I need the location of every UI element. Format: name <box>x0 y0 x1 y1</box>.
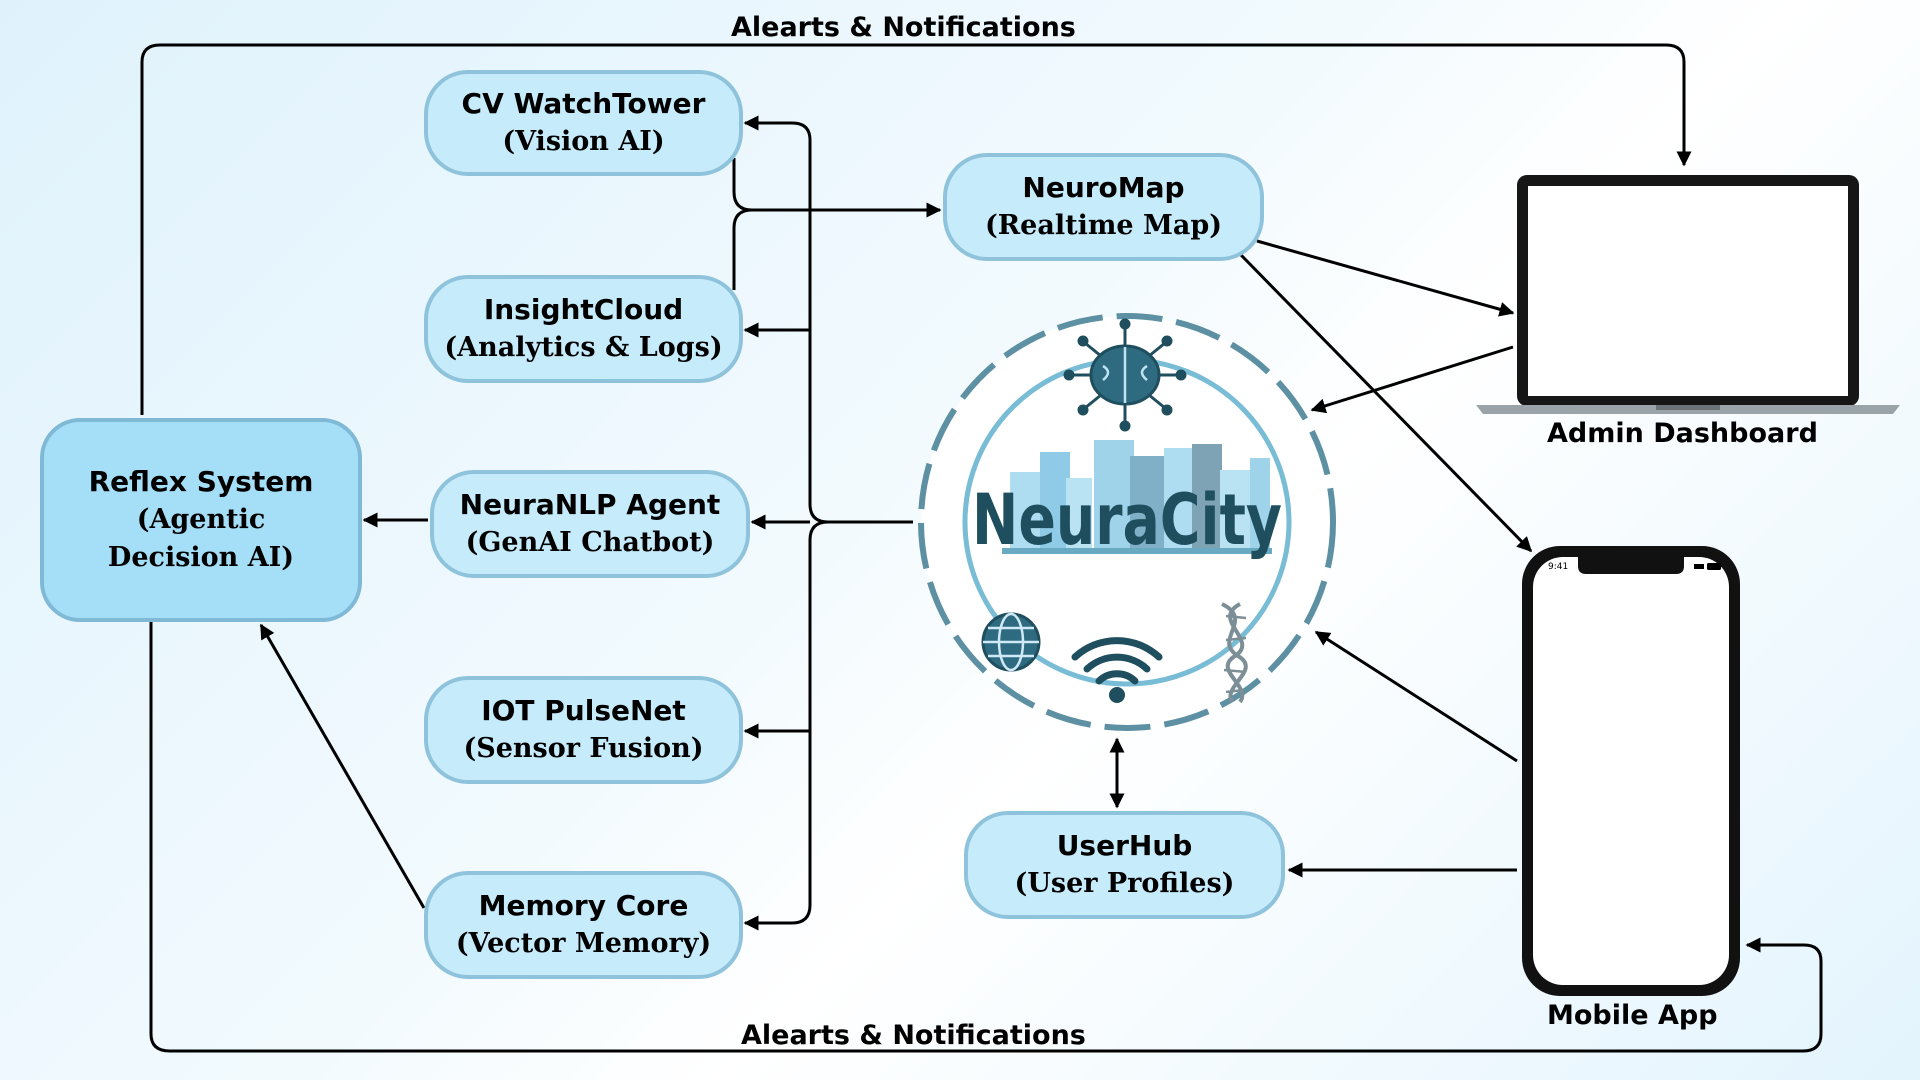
neuranlp-agent-node: NeuraNLP Agent (GenAI Chatbot) <box>430 470 750 578</box>
cv-watchtower-node: CV WatchTower (Vision AI) <box>424 70 743 176</box>
memory-core-subtitle: (Vector Memory) <box>455 928 712 959</box>
neuromap-node: NeuroMap (Realtime Map) <box>943 153 1264 261</box>
neuromap-to-mobile-arrow <box>1239 253 1533 553</box>
globe-icon <box>981 612 1041 672</box>
reflex-system-subtitle-1: (Agentic <box>136 504 266 535</box>
memory-core-node: Memory Core (Vector Memory) <box>424 871 743 979</box>
cv-watchtower-title: CV WatchTower <box>461 87 706 120</box>
mobile-app-label: Mobile App <box>1547 1000 1718 1031</box>
neuromap-subtitle: (Realtime Map) <box>984 210 1223 241</box>
hub-bracket-connector <box>732 115 942 931</box>
insightcloud-title: InsightCloud <box>483 293 684 326</box>
insightcloud-subtitle: (Analytics & Logs) <box>444 332 723 363</box>
iot-pulsenet-node: IOT PulseNet (Sensor Fusion) <box>424 676 743 784</box>
neuranlp-agent-title: NeuraNLP Agent <box>459 488 721 521</box>
neuracity-hub: NeuraCity <box>918 313 1336 731</box>
userhub-subtitle: (User Profiles) <box>1014 868 1235 899</box>
iot-pulsenet-subtitle: (Sensor Fusion) <box>463 733 704 764</box>
reflex-system-node: Reflex System (Agentic Decision AI) <box>40 418 362 622</box>
memory-to-reflex-arrow <box>259 623 426 909</box>
phone-status-time: 9:41 <box>1548 562 1568 572</box>
bottom-notifications-label: Alearts & Notifications <box>741 1020 1086 1051</box>
laptop-icon <box>1476 175 1900 414</box>
mobile-to-hub-arrow <box>1314 630 1518 763</box>
reflex-system-subtitle-2: Decision AI) <box>107 542 295 573</box>
dna-icon <box>1221 602 1248 704</box>
neuranlp-agent-subtitle: (GenAI Chatbot) <box>465 527 715 558</box>
wifi-icon <box>1071 637 1163 703</box>
userhub-node: UserHub (User Profiles) <box>964 811 1285 919</box>
city-skyline-icon <box>1002 440 1272 554</box>
reflex-system-title: Reflex System <box>88 465 314 498</box>
cv-watchtower-subtitle: (Vision AI) <box>502 126 665 157</box>
insightcloud-node: InsightCloud (Analytics & Logs) <box>424 275 743 383</box>
hub-title: NeuraCity <box>972 479 1282 561</box>
bottom-notification-arrow <box>149 622 1823 1053</box>
top-notifications-label: Alearts & Notifications <box>731 12 1076 43</box>
brain-circuit-icon <box>1063 318 1187 432</box>
smartphone-icon: 9:41 <box>1522 546 1740 996</box>
iot-pulsenet-title: IOT PulseNet <box>481 694 686 727</box>
neuromap-to-admin-arrow <box>1256 239 1515 317</box>
top-notification-arrow <box>140 43 1692 415</box>
memory-core-title: Memory Core <box>478 889 689 922</box>
userhub-title: UserHub <box>1056 829 1193 862</box>
admin-dashboard-label: Admin Dashboard <box>1547 418 1818 449</box>
neuromap-title: NeuroMap <box>1022 171 1185 204</box>
admin-to-hub-arrow <box>1310 345 1514 414</box>
